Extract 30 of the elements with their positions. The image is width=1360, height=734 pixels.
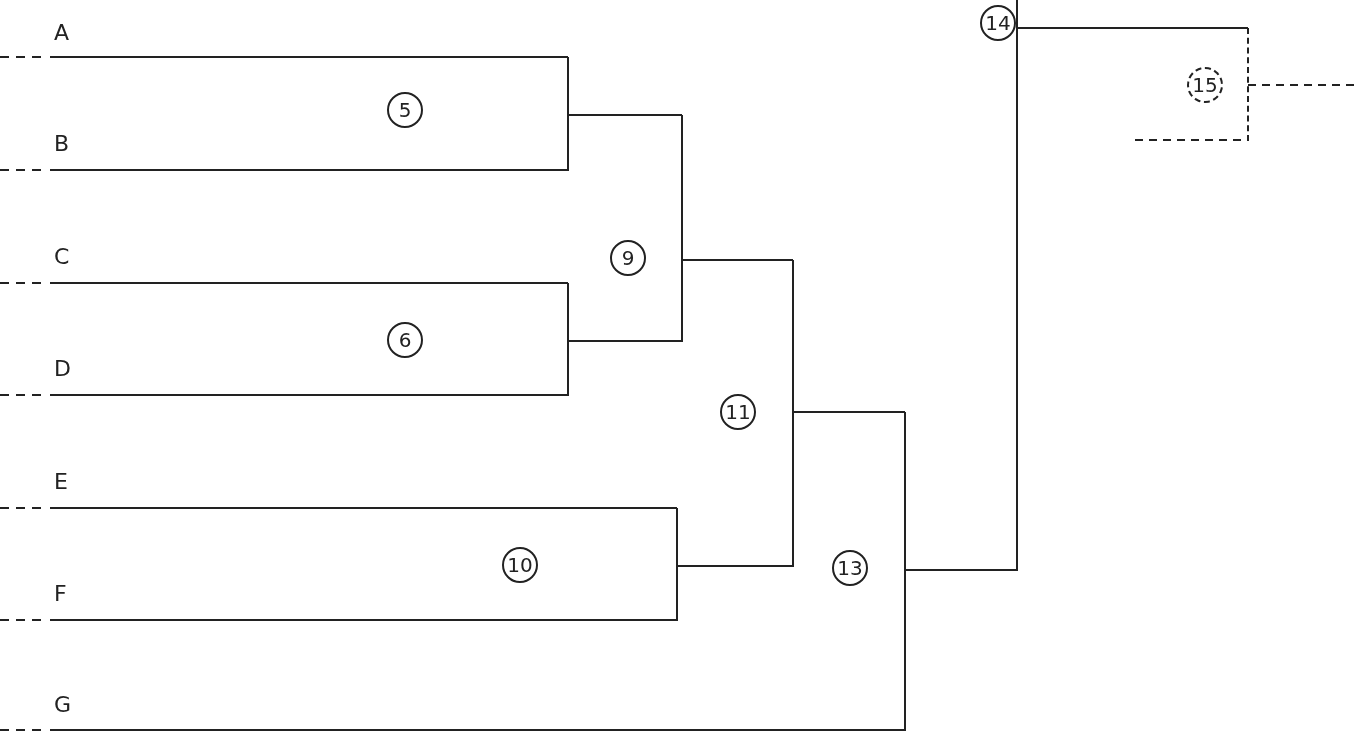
match-number: 14: [980, 5, 1016, 41]
bracket-line: [792, 411, 906, 413]
match-number: 6: [387, 322, 423, 358]
bracket-line: [49, 619, 678, 621]
entry-label: G: [54, 692, 72, 718]
bracket-line: [1016, 27, 1249, 29]
bracket-line: [49, 507, 678, 509]
entry-label: B: [54, 131, 70, 157]
entry-label: C: [54, 244, 70, 270]
bracket-line: [676, 565, 794, 567]
bracket-line: [49, 169, 569, 171]
bracket-line: [681, 259, 794, 261]
bracket-line: [567, 340, 683, 342]
match-number: 10: [502, 547, 538, 583]
entry-label: F: [54, 581, 67, 607]
entry-label: E: [54, 469, 68, 495]
bracket-line: [49, 394, 569, 396]
match-number: 15: [1187, 67, 1223, 103]
match-number: 13: [832, 550, 868, 586]
bracket-line: [49, 282, 569, 284]
bracket-line: [904, 569, 1018, 571]
entry-label: A: [54, 20, 70, 46]
match-number: 11: [720, 394, 756, 430]
match-number: 5: [387, 92, 423, 128]
bracket-line: [49, 56, 569, 58]
entry-label: D: [54, 356, 71, 382]
bracket-line: [567, 114, 683, 116]
bracket-junction: [978, 0, 1018, 571]
bracket-line: [49, 729, 906, 731]
match-number: 9: [610, 240, 646, 276]
